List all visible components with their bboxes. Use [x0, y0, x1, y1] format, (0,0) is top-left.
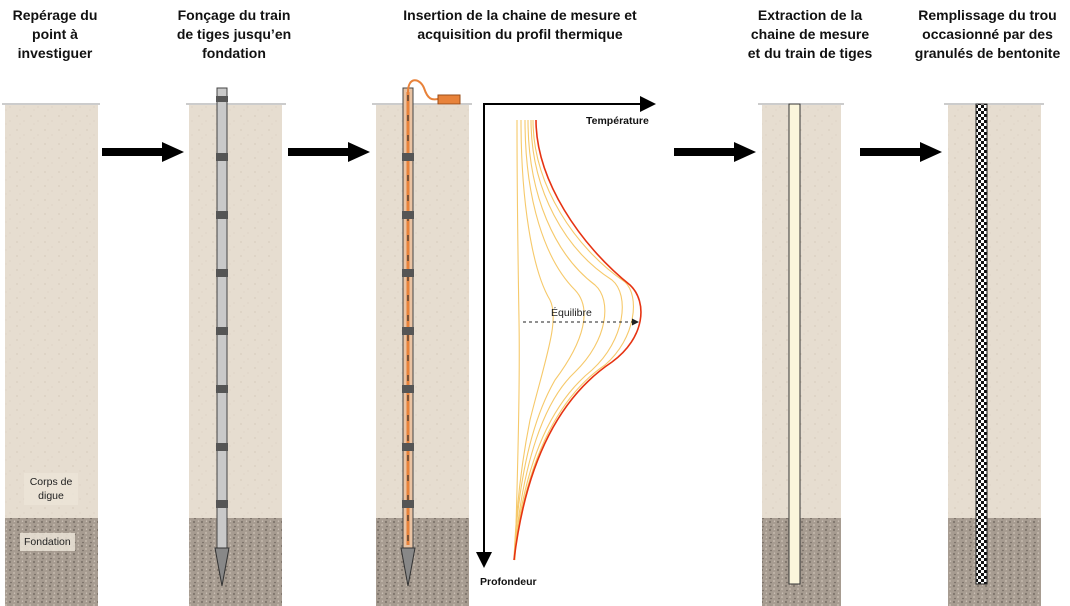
transient-profile-5	[513, 119, 623, 561]
transient-profile-4	[513, 119, 606, 561]
acquisition-unit	[407, 79, 461, 105]
transient-profile-6	[513, 119, 634, 561]
graph-axes	[476, 96, 656, 568]
step-2-title: Fonçage du train de tiges jusqu’en fonda…	[176, 7, 292, 61]
process-arrow-3	[674, 142, 756, 162]
step-1-title: Repérage du point à investiguer	[12, 7, 98, 61]
transient-profile-1	[514, 119, 520, 561]
step-3-title: Insertion de la chaine de mesure et acqu…	[403, 7, 637, 42]
ground-column-4	[758, 103, 844, 606]
rod-train-3	[400, 87, 416, 587]
equilibrium-label: Équilibre	[551, 307, 592, 319]
ground-column-5	[944, 103, 1044, 606]
ground-column-3	[372, 103, 472, 606]
step-4-title: Extraction de la chaine de mesure et du …	[747, 7, 873, 61]
step-5-title: Remplissage du trou occasionné par des g…	[914, 7, 1061, 61]
empty-hole-4	[788, 103, 801, 585]
final-profile	[513, 119, 642, 561]
fondation-label: Fondation	[20, 533, 75, 551]
transient-profile-3	[513, 119, 585, 561]
ground-column-1	[2, 103, 100, 606]
process-arrow-1	[102, 142, 184, 162]
temperature-axis-label: Température	[586, 115, 649, 127]
rod-train-2	[214, 87, 230, 587]
ground-column-2	[186, 103, 286, 606]
bentonite-filled-hole-5	[975, 103, 988, 585]
depth-axis-label: Profondeur	[480, 576, 537, 588]
process-arrow-4	[860, 142, 942, 162]
thermal-profile-curves	[513, 119, 642, 561]
process-arrow-2	[288, 142, 370, 162]
corps-de-digue-label: Corps de digue	[24, 473, 78, 505]
transient-profile-2	[513, 119, 554, 561]
